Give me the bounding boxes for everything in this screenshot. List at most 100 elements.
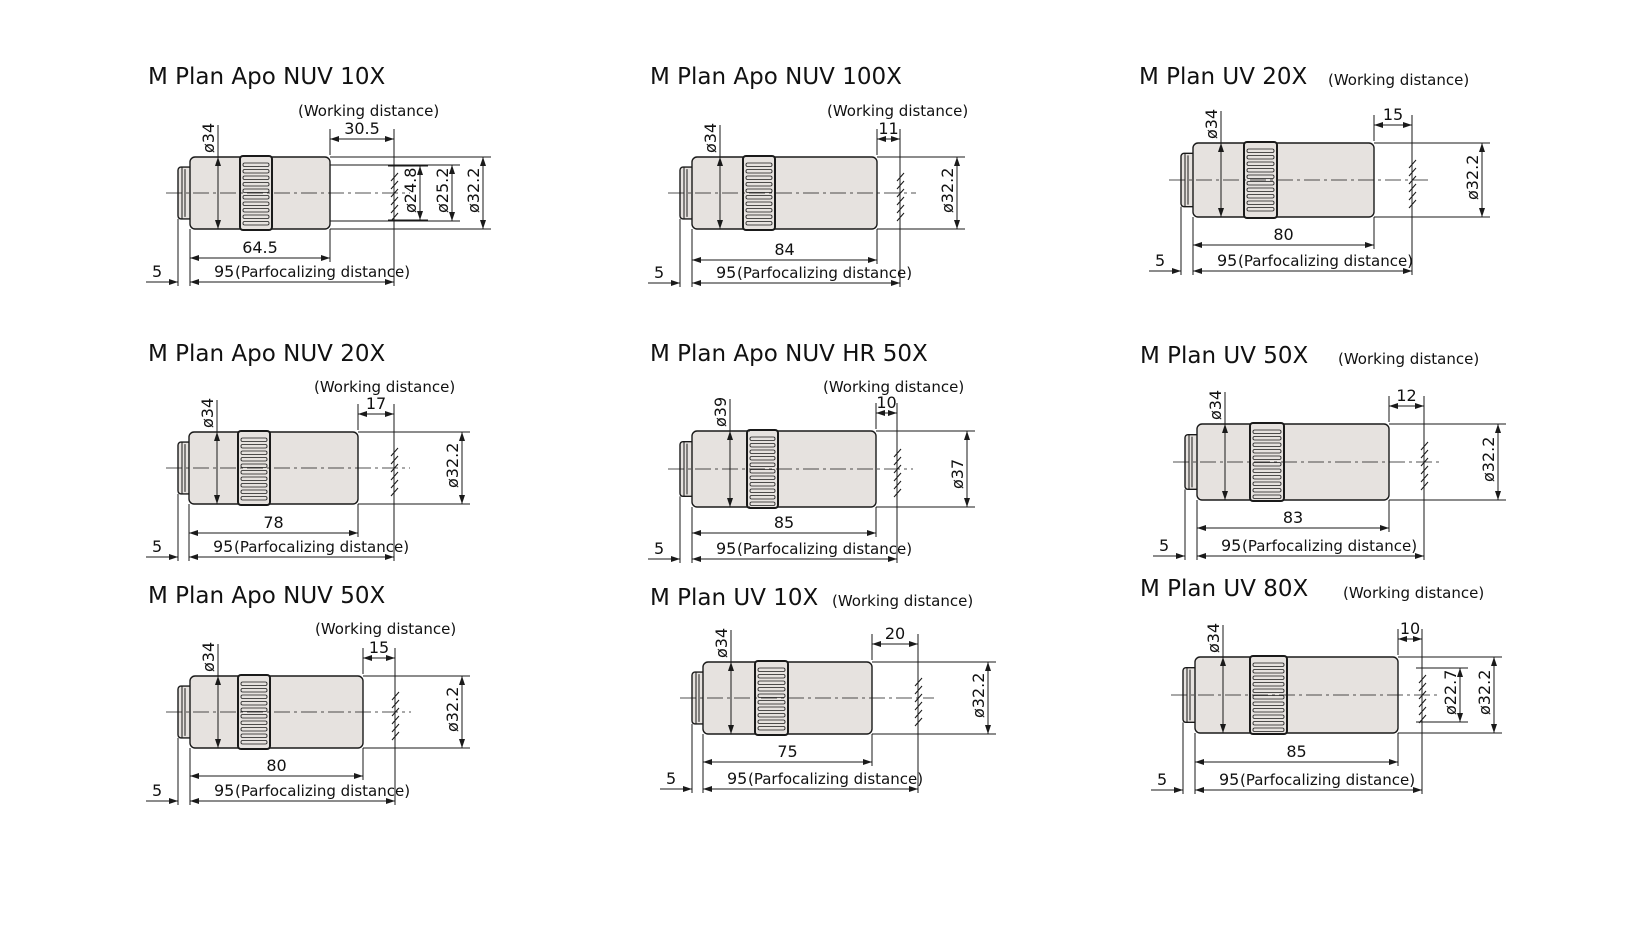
working-distance-value: 20 [885, 624, 905, 643]
thread-length-value: 5 [152, 781, 162, 800]
knurl-rib [1252, 669, 1285, 674]
arrowhead [459, 739, 465, 748]
outer-diameter-label: ø34 [198, 398, 217, 428]
arrowhead [703, 759, 712, 765]
arrowhead [877, 136, 886, 142]
arrowhead [215, 220, 221, 229]
arrowhead [728, 662, 734, 671]
length-value: 75 [777, 742, 797, 761]
arrowhead [189, 554, 198, 560]
knurl-rib [242, 195, 270, 200]
knurl-rib [242, 182, 270, 187]
parfocal-label: (Parfocalizing distance) [1238, 252, 1413, 270]
knurl-rib [242, 214, 270, 219]
specimen-hatch [1420, 481, 1429, 491]
parfocal-value: 95 [213, 537, 233, 556]
working-distance-value: 10 [876, 393, 896, 412]
knurl-rib [1246, 174, 1275, 179]
parfocal-value: 95 [716, 263, 736, 282]
objective-title: M Plan UV 10X [650, 585, 819, 611]
outer-diameter-label: ø39 [711, 397, 730, 427]
knurl-rib [745, 188, 773, 193]
knurl-rib [1252, 494, 1282, 499]
arrowhead [703, 786, 712, 792]
arrowhead [954, 157, 960, 166]
outer-diameter-label: ø34 [712, 628, 731, 658]
arrowhead [1195, 787, 1204, 793]
outer-diameter-label: ø34 [701, 123, 720, 153]
arrowhead [1398, 636, 1407, 642]
specimen-hatch [1418, 698, 1427, 708]
specimen-hatch [914, 701, 923, 711]
knurl-rib [749, 482, 776, 487]
arrowhead [385, 279, 394, 285]
knurl-rib [749, 449, 776, 454]
parfocal-value: 95 [716, 539, 736, 558]
specimen-hatch [893, 464, 902, 474]
objective-title: M Plan Apo NUV 10X [148, 64, 385, 90]
arrowhead [1218, 208, 1224, 217]
knurl-rib [240, 688, 268, 693]
knurl-rib [240, 450, 268, 455]
specimen-hatch [914, 685, 923, 695]
objective-title: M Plan Apo NUV 50X [148, 583, 385, 609]
knurl-rib [749, 436, 776, 441]
arrowhead [459, 676, 465, 685]
outer-diameter-label: ø34 [1206, 390, 1225, 420]
diameter-label: ø37 [948, 459, 967, 489]
arrowhead [954, 220, 960, 229]
arrowhead [985, 725, 991, 734]
knurl-rib [745, 195, 773, 200]
thread-length-value: 5 [152, 537, 162, 556]
knurl-rib [1252, 688, 1285, 693]
specimen-hatch [893, 456, 902, 466]
specimen-hatch [390, 180, 399, 190]
knurl-rib [749, 469, 776, 474]
length-value: 80 [1273, 225, 1293, 244]
specimen-hatch [914, 717, 923, 727]
knurl-rib [757, 674, 786, 679]
arrowhead [386, 655, 395, 661]
working-distance-label: (Working distance) [1328, 71, 1469, 89]
length-value: 64.5 [242, 238, 278, 257]
parfocal-label: (Parfocalizing distance) [235, 782, 410, 800]
objective-drawing: M Plan Apo NUV HR 50X(Working distance)ø… [648, 341, 975, 563]
knurl-rib [757, 713, 786, 718]
knurl-rib [240, 489, 268, 494]
knurl-rib [242, 188, 270, 193]
parfocal-label: (Parfocalizing distance) [1242, 537, 1417, 555]
specimen-hatch [1408, 199, 1417, 209]
outer-diameter-label: ø34 [1204, 623, 1223, 653]
specimen-hatch [1418, 706, 1427, 716]
specimen-hatch [893, 472, 902, 482]
specimen-hatch [390, 471, 399, 481]
arrowhead [1491, 724, 1497, 733]
knurl-rib [1246, 187, 1275, 192]
knurl-rib [1252, 701, 1285, 706]
diameter-label: ø32.2 [443, 687, 462, 732]
knurl-rib [1252, 662, 1285, 667]
specimen-hatch [1418, 690, 1427, 700]
arrowhead [876, 410, 885, 416]
knurl-rib [1252, 675, 1285, 680]
specimen-hatch [896, 188, 905, 198]
knurl-rib [1246, 168, 1275, 173]
specimen-hatch [896, 172, 905, 182]
parfocal-value: 95 [727, 769, 747, 788]
working-distance-label: (Working distance) [1338, 350, 1479, 368]
diameter-label: ø32.2 [969, 673, 988, 718]
knurl-rib [1252, 449, 1282, 454]
working-distance-value: 17 [366, 394, 386, 413]
arrowhead [1193, 268, 1202, 274]
parfocal-value: 95 [214, 262, 234, 281]
specimen-hatch [390, 487, 399, 497]
knurl-rib [240, 740, 268, 745]
knurl-rib [745, 182, 773, 187]
specimen-hatch [390, 204, 399, 214]
specimen-hatch [1420, 441, 1429, 451]
thread-length-value: 5 [1155, 251, 1165, 270]
specimen-hatch [1420, 457, 1429, 467]
arrowhead [190, 255, 199, 261]
